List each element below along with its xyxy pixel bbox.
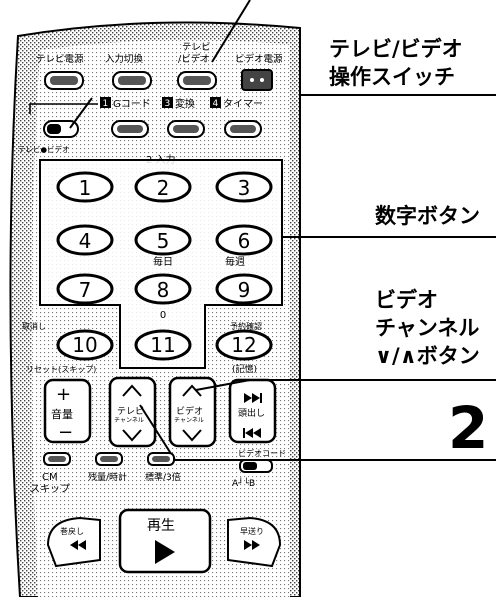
digit-button-5[interactable] — [134, 224, 192, 256]
next-icon — [244, 393, 260, 403]
video-channel-label-2: チャンネル — [174, 417, 204, 424]
cancel-label: 取消し — [22, 321, 46, 331]
digit-button-11[interactable] — [134, 329, 192, 361]
gcode-label: Gコード — [113, 99, 151, 110]
side-label-channel-1: ビデオ — [375, 288, 438, 312]
digit-button-8[interactable] — [134, 273, 192, 305]
digit-button-4[interactable] — [56, 224, 114, 256]
digit-11-label: 11 — [150, 333, 175, 357]
tv-channel-label-2: チャンネル — [114, 417, 144, 424]
rewind-label: 巻戻し — [60, 526, 84, 536]
cm-skip-label-2: スキップ — [30, 483, 70, 495]
rewind-icon — [70, 540, 86, 550]
digit-7-label: 7 — [79, 278, 92, 302]
remaining-label: 残量/時計 — [88, 471, 127, 483]
number-panel — [39, 159, 283, 369]
reset-skip-label: リセット(スキップ) — [26, 365, 96, 374]
digit-button-1[interactable] — [56, 171, 114, 203]
tv-channel-rocker[interactable]: テレビ チャンネル — [108, 376, 157, 448]
video-code-label: ビデオコード — [238, 448, 286, 458]
gcode-num-3: 3 — [165, 99, 171, 109]
digit-button-12[interactable] — [215, 329, 273, 361]
video-channel-label-1: ビデオ — [176, 405, 203, 417]
pointer-line-switch-2 — [69, 97, 93, 129]
std-speed-label: 標準/3倍 — [145, 471, 181, 483]
side-label-switch-1: テレビ/ビデオ — [329, 37, 463, 61]
tv-channel-up-icon — [122, 384, 142, 397]
digit-button-6[interactable] — [215, 224, 273, 256]
video-channel-down-icon — [182, 429, 202, 442]
side-label-channel-3: ∨/∧ボタン — [375, 344, 480, 368]
side-label-switch-2: 操作スイッチ — [329, 65, 455, 89]
rewind-button[interactable]: 巻戻し — [46, 516, 101, 568]
switch-label: テレビ●ビデオ — [18, 144, 70, 154]
video-power-button[interactable] — [241, 69, 273, 91]
digit-button-2[interactable] — [134, 171, 192, 203]
side-label-channel-2: チャンネル — [375, 316, 479, 340]
digit-12-label: 12 — [231, 333, 256, 357]
volume-plus-icon: + — [56, 384, 71, 405]
play-label: 再生 — [147, 518, 175, 534]
sub-daily: 毎日 — [153, 255, 173, 268]
digit-3-label: 3 — [238, 176, 251, 200]
digit-4-label: 4 — [79, 229, 92, 253]
digit-button-7[interactable] — [56, 273, 114, 305]
label-tvvideo-2: /ビデオ — [178, 53, 210, 65]
tv-channel-label-1: テレビ — [117, 406, 144, 417]
volume-rocker[interactable]: + 音量 − — [43, 378, 92, 444]
record-memo-label: (記憶) — [232, 363, 257, 375]
video-channel-up-icon — [182, 384, 202, 397]
pointer-line-switch — [211, 0, 251, 63]
prev-icon — [243, 428, 245, 438]
digit-2-label: 2 — [157, 176, 170, 200]
digit-button-3[interactable] — [215, 171, 273, 203]
ff-label: 早送り — [240, 526, 264, 536]
sub-weekly: 毎週 — [225, 255, 245, 268]
top-button-row — [44, 69, 273, 91]
label-input: 入力切換 — [105, 53, 144, 65]
play-icon — [155, 540, 175, 564]
play-button[interactable]: 再生 — [118, 508, 212, 574]
volume-label: 音量 — [51, 407, 73, 421]
cue-label: 頭出し — [238, 407, 265, 419]
pointer-line-channel — [195, 379, 496, 391]
digit-button-10[interactable] — [56, 329, 114, 361]
digit-buttons: 1 2 3 4 5 6 毎日 毎週 7 8 9 0 取消し 予約確認 10 11… — [22, 171, 273, 361]
digit-9-label: 9 — [238, 278, 251, 302]
step-number: 2 — [448, 394, 488, 462]
sub-zero: 0 — [160, 310, 166, 321]
convert-label: 変換 — [175, 97, 195, 110]
digit-button-9[interactable] — [215, 273, 273, 305]
timer-label: タイマー — [223, 98, 263, 110]
label-video-power: ビデオ電源 — [235, 53, 283, 65]
video-channel-rocker[interactable]: ビデオ チャンネル — [168, 376, 217, 448]
digit-6-label: 6 — [238, 229, 251, 253]
digit-10-label: 10 — [72, 333, 97, 357]
digit-8-label: 8 — [157, 278, 170, 302]
tv-channel-down-icon — [122, 429, 142, 442]
cue-rocker[interactable]: 頭出し — [228, 378, 277, 444]
cm-skip-label-1: CM — [42, 472, 58, 483]
gcode-num-1: 1 — [103, 99, 109, 109]
ff-icon — [244, 540, 260, 550]
volume-minus-icon: − — [58, 422, 73, 443]
ff-button[interactable]: 早送り — [227, 516, 282, 568]
digit-5-label: 5 — [157, 229, 170, 253]
gcode-num-4: 4 — [213, 99, 219, 109]
label-tvvideo-1: テレビ — [182, 42, 211, 53]
digit-1-label: 1 — [79, 176, 92, 200]
side-label-numbers: 数字ボタン — [375, 204, 480, 228]
gcode-button-row — [43, 120, 262, 138]
ab-label: A┘└B — [232, 477, 255, 489]
label-tv-power: テレビ電源 — [36, 54, 84, 65]
reserve-check-label: 予約確認 — [230, 321, 262, 331]
